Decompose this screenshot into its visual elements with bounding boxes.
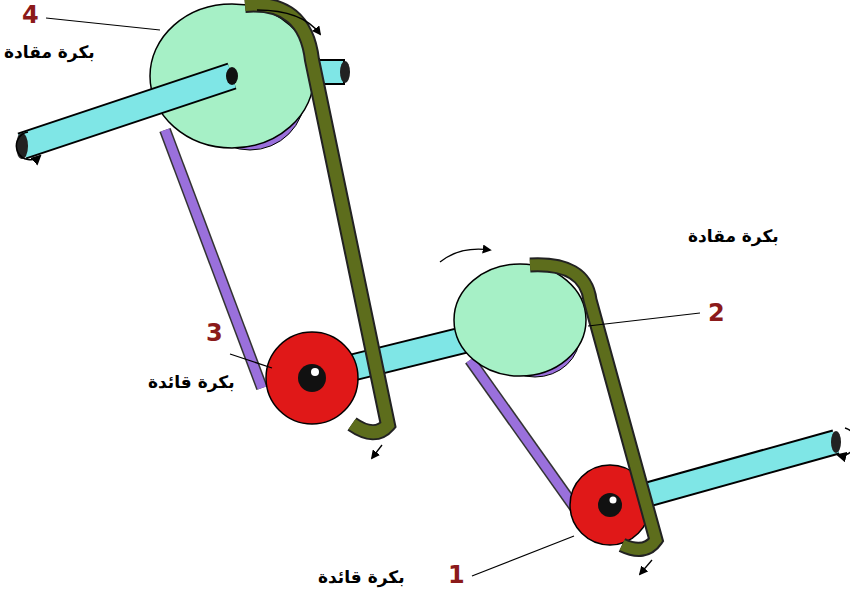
leader-line: [46, 18, 160, 30]
hub: [226, 67, 238, 85]
leader-line: [230, 354, 272, 368]
rotation-arrow: [640, 560, 652, 574]
driven-pulley: [454, 264, 586, 376]
shaft-end: [16, 133, 28, 159]
callout-number: 2: [708, 298, 725, 328]
driven-pulley: [150, 4, 314, 148]
part-label: بكرة مقادة: [688, 226, 779, 247]
part-label: بكرة مقادة: [4, 42, 95, 63]
belt: [245, 5, 388, 433]
callout-number: 3: [206, 318, 223, 348]
callout-number: 4: [22, 0, 39, 30]
hub: [598, 493, 622, 517]
belt-back: [165, 130, 262, 388]
rotation-arrow: [440, 249, 490, 262]
hub: [298, 364, 326, 392]
belt: [245, 5, 388, 433]
part-label: بكرة قائدة: [148, 372, 235, 393]
belt: [530, 265, 656, 550]
driver-pulley: [266, 332, 358, 424]
belt-back: [470, 360, 578, 512]
leader-line: [588, 313, 700, 326]
key: [610, 497, 617, 504]
rotation-arrow: [16, 132, 40, 160]
shaft-end: [340, 61, 350, 83]
shaft: [22, 76, 232, 146]
callout-number: 1: [448, 560, 465, 590]
shaft: [22, 76, 232, 146]
rotation-arrow: [372, 445, 382, 458]
leader-line: [472, 536, 574, 576]
belt-back: [165, 130, 262, 388]
rotation-arrow: [257, 10, 320, 34]
belt: [530, 265, 656, 550]
part-label: بكرة قائدة: [318, 567, 405, 588]
rotation-arrow: [838, 428, 850, 455]
key: [311, 368, 319, 376]
shaft-end: [831, 431, 841, 453]
belt-back: [470, 360, 578, 512]
